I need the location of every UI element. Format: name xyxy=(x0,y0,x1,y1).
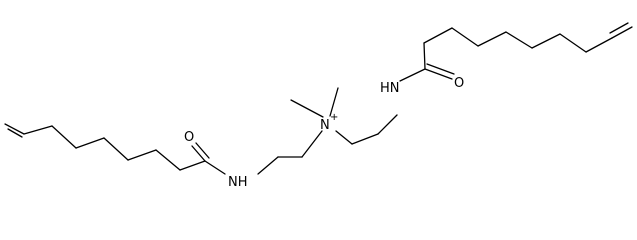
bond-left-chain-7 xyxy=(179,160,206,171)
bond-right-chain-8 xyxy=(585,37,613,53)
atom-label-nh-left: NH xyxy=(228,175,248,190)
bond-right-amide-nc xyxy=(399,68,426,82)
bond-right-chain-2 xyxy=(423,27,453,44)
bond-left-chain-1 xyxy=(23,125,53,135)
atom-label-o-right: O xyxy=(454,76,464,91)
bond-right-chain-6 xyxy=(531,33,561,49)
bond-terminal-vinyl-left-2 xyxy=(7,128,23,138)
atom-label-n-center: N xyxy=(320,118,330,133)
atom-labels: O NH N + HN O xyxy=(184,76,464,190)
bond-methyl-2 xyxy=(329,87,339,117)
atom-label-o-left: O xyxy=(184,130,194,145)
bond-left-chain-6 xyxy=(155,149,181,171)
bond-left-carbonyl-2 xyxy=(195,142,210,159)
bond-terminal-vinyl-right-1 xyxy=(611,26,633,39)
bond-terminal-vinyl-left-1 xyxy=(4,123,25,135)
bond-right-chain-4 xyxy=(477,31,507,47)
bond-left-linker-3 xyxy=(301,130,323,158)
bond-right-chain-5 xyxy=(505,31,533,49)
bond-left-chain-4 xyxy=(103,137,129,161)
bond-right-chain-1 xyxy=(423,42,426,70)
bonds xyxy=(4,22,633,175)
molecule-structure: O NH N + HN O xyxy=(4,22,633,190)
bond-left-chain-5 xyxy=(127,149,157,161)
bond-right-linker-1 xyxy=(335,130,353,145)
bond-right-chain-3 xyxy=(451,27,479,47)
bond-right-carbonyl-1 xyxy=(424,68,453,80)
bond-left-linker-1 xyxy=(257,156,279,175)
atom-charge-n-center: + xyxy=(330,112,338,123)
bond-right-linker-3 xyxy=(377,114,398,135)
bond-right-carbonyl-2 xyxy=(426,63,455,75)
bond-left-chain-3 xyxy=(75,137,105,149)
bond-right-chain-7 xyxy=(559,33,587,53)
bond-left-chain-2 xyxy=(51,125,77,149)
atom-label-nh-right: HN xyxy=(380,81,400,96)
bond-terminal-vinyl-right-2 xyxy=(609,22,629,34)
bond-left-amide-cn xyxy=(204,160,226,175)
bond-methyl-1 xyxy=(290,99,324,118)
bond-left-carbonyl-1 xyxy=(191,145,206,162)
bond-right-linker-2 xyxy=(351,133,379,145)
